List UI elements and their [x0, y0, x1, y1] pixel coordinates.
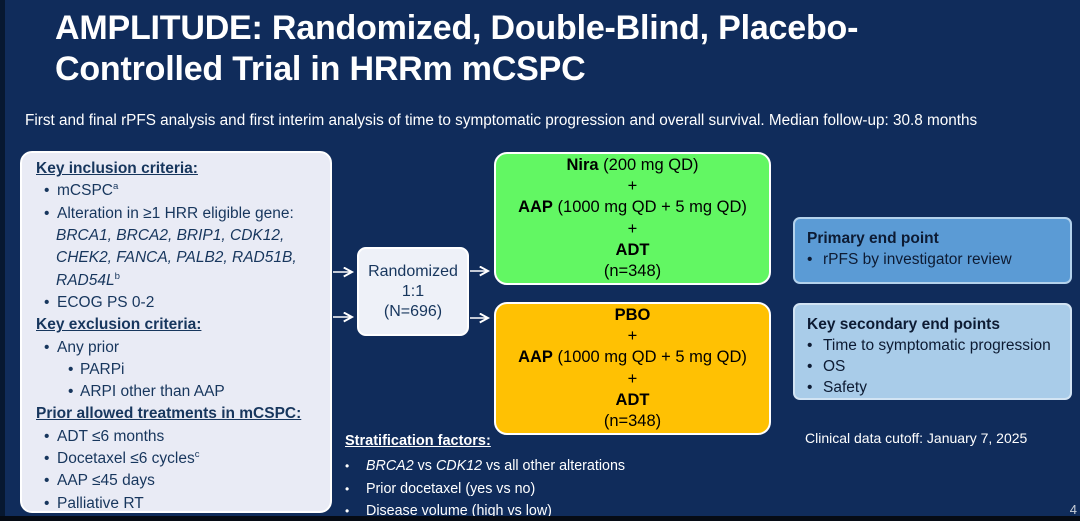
prior-allowed-heading: Prior allowed treatments in mCSPC:: [36, 405, 302, 423]
prior-allowed-item: Docetaxel ≤6 cyclesc: [22, 448, 330, 470]
exclusion-heading: Key exclusion criteria:: [36, 316, 202, 334]
exclusion-item-any-prior: Any prior: [22, 336, 330, 358]
secondary-endpoint-item: Safety: [807, 377, 1060, 398]
exclusion-sub-item: PARPi: [22, 359, 330, 381]
randomization-line3: (N=696): [383, 302, 443, 320]
clinical-data-cutoff: Clinical data cutoff: January 7, 2025: [805, 430, 1028, 446]
bullet-icon: [345, 478, 366, 501]
stratification-heading: Stratification factors:: [345, 433, 491, 449]
primary-endpoint-heading: Primary end point: [807, 230, 939, 247]
slide-subtitle: First and final rPFS analysis and first …: [25, 112, 978, 129]
primary-endpoint-box: Primary end point rPFS by investigator r…: [793, 217, 1072, 284]
inclusion-heading: Key inclusion criteria:: [36, 160, 198, 178]
stratification-item: BRCA2 vs CDK12 vs all other alterations: [345, 455, 685, 478]
footnote-marker: c: [194, 448, 200, 460]
criteria-panel: Key inclusion criteria: mCSPCa Alteratio…: [20, 151, 332, 513]
arm-pbo-box: PBO + AAP (1000 mg QD + 5 mg QD) + ADT (…: [494, 302, 771, 435]
arm-nira-drug2: AAP (1000 mg QD + 5 mg QD): [518, 198, 747, 217]
gene-list-line: RAD54Lb: [56, 270, 120, 289]
secondary-endpoint-item-text: Safety: [823, 379, 867, 396]
inclusion-item-text: mCSPCa: [57, 181, 119, 200]
plus-sign: +: [627, 326, 638, 345]
prior-allowed-item-text: AAP ≤45 days: [57, 472, 155, 490]
arm-pbo-drug1: PBO: [614, 305, 651, 324]
bullet-icon: [807, 249, 823, 270]
prior-allowed-item: AAP ≤45 days: [22, 470, 330, 492]
footnote-marker: a: [112, 181, 119, 193]
bullet-icon: [345, 455, 366, 478]
bullet-icon: [807, 335, 823, 356]
bullet-icon: [44, 450, 57, 468]
arm-pbo-drug2: AAP (1000 mg QD + 5 mg QD): [518, 348, 747, 367]
bullet-icon: [807, 377, 823, 398]
bullet-icon: [44, 472, 57, 490]
inclusion-item-text: Alteration in ≥1 HRR eligible gene:: [57, 204, 294, 222]
randomization-line1: Randomized: [368, 262, 458, 280]
arm-pbo-drug3: ADT: [615, 390, 650, 409]
page-number: 4: [1069, 502, 1077, 517]
stratification-section: Stratification factors: BRCA2 vs CDK12 v…: [345, 433, 685, 521]
secondary-endpoints-box: Key secondary end points Time to symptom…: [793, 303, 1072, 400]
arm-nira-drug3: ADT: [615, 240, 650, 259]
stratification-item: Disease volume (high vs low): [345, 500, 685, 521]
plus-sign: +: [627, 219, 638, 238]
secondary-endpoint-item-text: Time to symptomatic progression: [823, 337, 1051, 354]
plus-sign: +: [627, 176, 638, 195]
bullet-icon: [807, 356, 823, 377]
prior-allowed-item-text: ADT ≤6 months: [57, 427, 165, 445]
prior-allowed-item-text: Docetaxel ≤6 cyclesc: [57, 448, 200, 467]
plus-sign: +: [627, 369, 638, 388]
bullet-icon: [44, 495, 57, 513]
inclusion-item-text: ECOG PS 0-2: [57, 293, 155, 311]
arm-nira-drug1: Nira (200 mg QD): [566, 155, 699, 174]
slide-title: AMPLITUDE: Randomized, Double-Blind, Pla…: [55, 9, 859, 89]
bullet-icon: [44, 205, 57, 223]
arm-nira-n: (n=348): [603, 262, 662, 281]
primary-endpoint-item-text: rPFS by investigator review: [823, 251, 1012, 268]
exclusion-sub-item: ARPI other than AAP: [22, 381, 330, 403]
secondary-endpoint-item: OS: [807, 356, 1060, 377]
bullet-icon: [68, 383, 80, 401]
prior-allowed-item-text: Palliative RT: [57, 494, 144, 512]
footnote-marker: b: [114, 270, 120, 282]
inclusion-item-ecog: ECOG PS 0-2: [22, 292, 330, 314]
arm-pbo-n: (n=348): [603, 412, 662, 431]
exclusion-sub-item-text: ARPI other than AAP: [80, 383, 225, 401]
primary-endpoint-item: rPFS by investigator review: [807, 249, 1060, 270]
randomization-line2: 1:1: [401, 282, 425, 300]
prior-allowed-item: ADT ≤6 months: [22, 426, 330, 448]
secondary-endpoints-heading: Key secondary end points: [807, 316, 1000, 333]
bullet-icon: [44, 339, 57, 357]
inclusion-item-alteration: Alteration in ≥1 HRR eligible gene:: [22, 203, 330, 225]
bullet-icon: [44, 428, 57, 446]
prior-allowed-item: Palliative RT: [22, 492, 330, 514]
exclusion-item-text: Any prior: [57, 338, 120, 356]
stratification-item-text: Prior docetaxel (yes vs no): [366, 480, 536, 497]
secondary-endpoint-item: Time to symptomatic progression: [807, 335, 1060, 356]
stratification-item-text: Disease volume (high vs low): [366, 503, 552, 519]
exclusion-sub-item-text: PARPi: [80, 360, 125, 378]
slide-bottom-edge: [0, 516, 1080, 521]
bullet-icon: [68, 361, 80, 379]
stratification-item-text: BRCA2 vs CDK12 vs all other alterations: [366, 458, 626, 474]
bullet-icon: [44, 294, 57, 312]
secondary-endpoint-item-text: OS: [823, 358, 846, 375]
slide-left-edge: [0, 0, 5, 521]
gene-list-line: BRCA1, BRCA2, BRIP1, CDK12,: [56, 227, 285, 245]
randomization-box: Randomized 1:1 (N=696): [357, 247, 469, 336]
inclusion-item-mcspc: mCSPCa: [22, 180, 330, 202]
stratification-item: Prior docetaxel (yes vs no): [345, 478, 685, 501]
arm-nira-box: Nira (200 mg QD) + AAP (1000 mg QD + 5 m…: [494, 152, 771, 285]
bullet-icon: [44, 182, 57, 200]
gene-list-line: CHEK2, FANCA, PALB2, RAD51B,: [56, 249, 297, 267]
